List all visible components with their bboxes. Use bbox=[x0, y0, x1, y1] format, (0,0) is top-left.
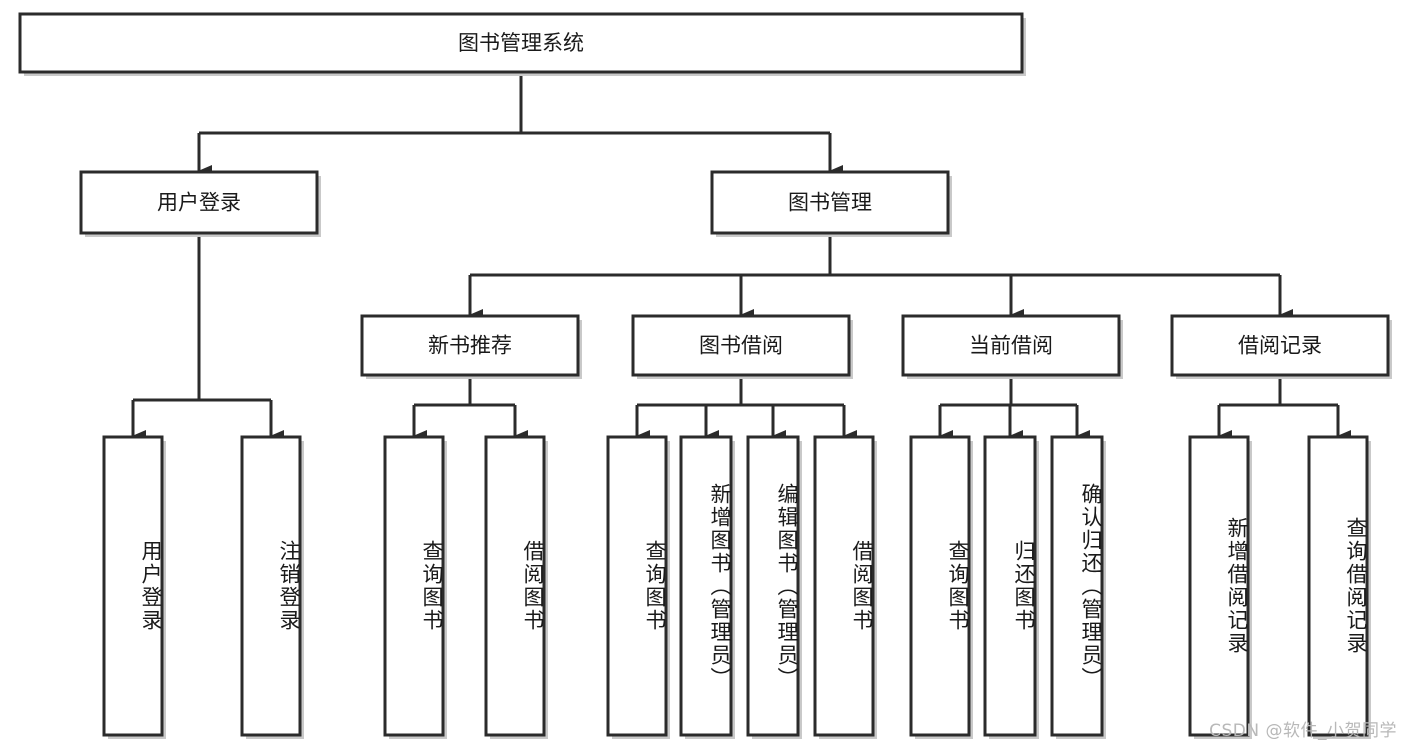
node-level2-current-borrow-label: 当前借阅 bbox=[969, 334, 1053, 358]
node-level1-book-manage-label: 图书管理 bbox=[788, 191, 872, 215]
node-layer bbox=[18, 12, 1392, 739]
node-level2-book-borrow-label: 图书借阅 bbox=[699, 334, 783, 358]
node-level2-new-book-recommend-label: 新书推荐 bbox=[428, 334, 512, 358]
node-leaf-leaf-add-borrow-record[interactable] bbox=[1188, 435, 1250, 737]
node-level2-current-borrow[interactable] bbox=[901, 314, 1121, 377]
node-level2-book-borrow[interactable] bbox=[631, 314, 851, 377]
watermark-text: CSDN @软件_小贺同学 bbox=[1209, 721, 1397, 741]
node-level1-user-login[interactable] bbox=[79, 170, 319, 235]
node-leaf-leaf-add-book-admin[interactable] bbox=[679, 435, 733, 737]
node-leaf-leaf-edit-book-admin[interactable] bbox=[746, 435, 800, 737]
node-level1-user-login-label: 用户登录 bbox=[157, 191, 241, 215]
node-leaf-leaf-user-login[interactable] bbox=[102, 435, 164, 737]
connector-layer bbox=[131, 72, 1351, 442]
node-leaf-leaf-query-book-current[interactable] bbox=[909, 435, 971, 737]
node-leaf-leaf-user-logout[interactable] bbox=[240, 435, 302, 737]
node-level2-borrow-record-label: 借阅记录 bbox=[1238, 334, 1322, 358]
node-root-label: 图书管理系统 bbox=[458, 31, 584, 55]
node-leaf-leaf-query-borrow-record[interactable] bbox=[1307, 435, 1369, 737]
node-root[interactable] bbox=[18, 12, 1024, 74]
node-leaf-leaf-borrow-book-recommend[interactable] bbox=[484, 435, 546, 737]
node-leaf-leaf-borrow-book[interactable] bbox=[813, 435, 875, 737]
node-level2-borrow-record[interactable] bbox=[1170, 314, 1390, 377]
node-leaf-leaf-query-book-borrow[interactable] bbox=[606, 435, 668, 737]
node-leaf-leaf-confirm-return-admin[interactable] bbox=[1050, 435, 1104, 737]
node-leaf-leaf-return-book[interactable] bbox=[983, 435, 1037, 737]
node-level2-new-book-recommend[interactable] bbox=[360, 314, 580, 377]
node-leaf-leaf-query-book-recommend[interactable] bbox=[383, 435, 445, 737]
node-level1-book-manage[interactable] bbox=[710, 170, 950, 235]
